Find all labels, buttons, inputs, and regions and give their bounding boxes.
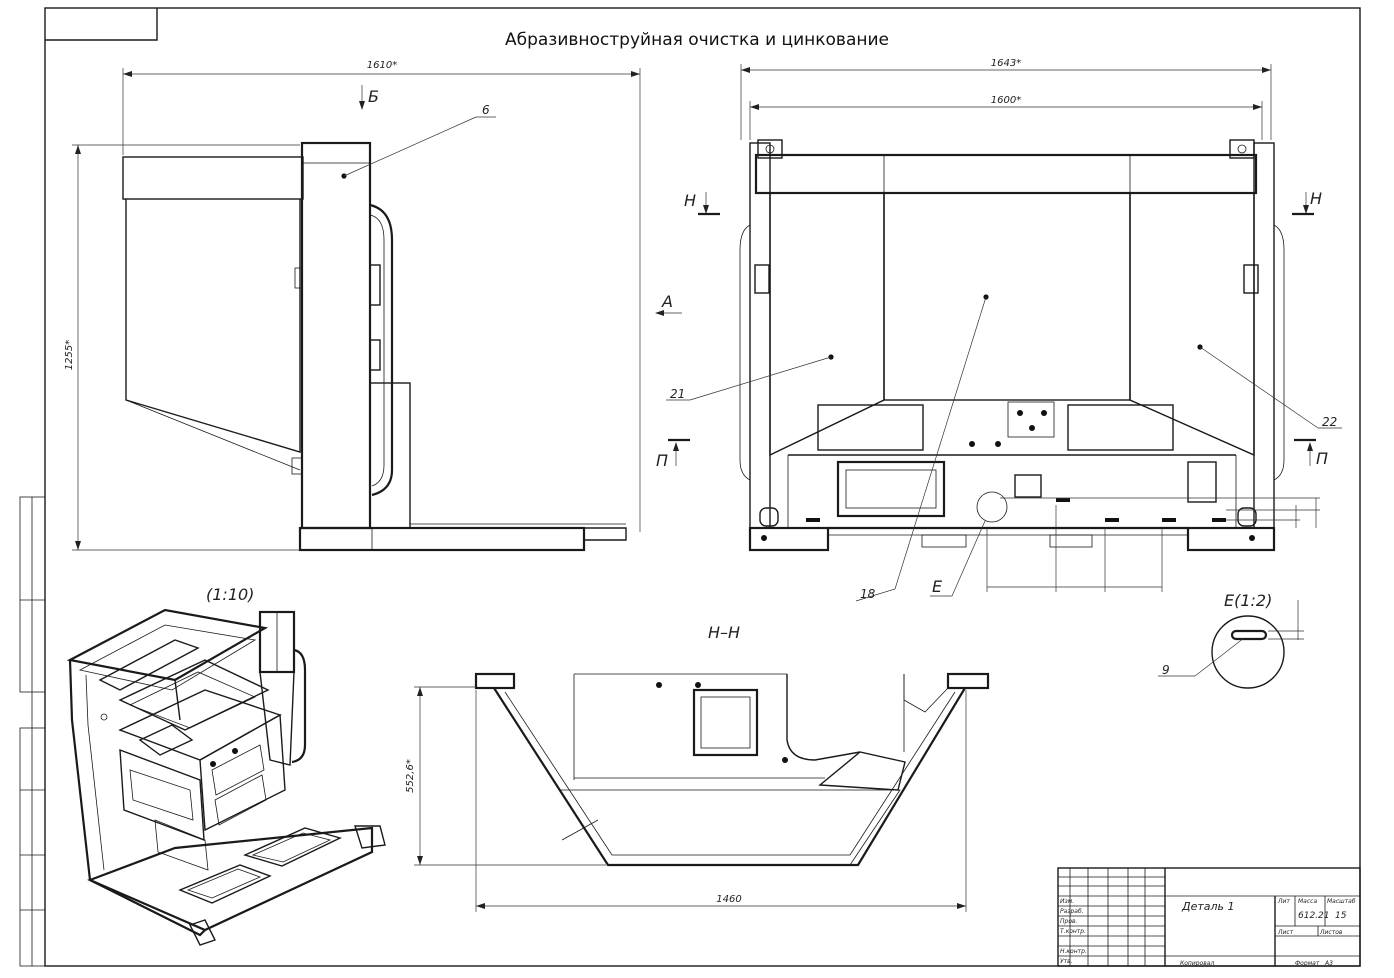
label-view-b: Б [368, 87, 379, 106]
tb-part-name: Деталь 1 [1181, 900, 1235, 913]
label-p-left: П [656, 451, 668, 470]
dim-section-height: 552,6* [405, 759, 416, 793]
side-view [122, 141, 627, 552]
tb-header-mass: Масса [1298, 898, 1317, 905]
front-view [739, 139, 1285, 552]
label-detail-e: Е [932, 577, 943, 596]
label-detail-title: Е(1:2) [1224, 591, 1272, 610]
sheet-frame [19, 7, 1361, 967]
label-n-left: Н [684, 191, 696, 210]
tb-row-1: Разраб. [1060, 908, 1084, 915]
dim-side-width: 1610* [367, 60, 397, 71]
callout-21: 21 [670, 387, 685, 401]
tb-sheet-label: Лист [1277, 929, 1294, 936]
tb-scale: 15 [1335, 911, 1347, 921]
callout-9: 9 [1162, 663, 1170, 677]
dim-front-inner: 1600* [991, 95, 1021, 106]
dim-section-width: 1460 [716, 894, 741, 905]
dim-side-height: 1255* [64, 340, 75, 370]
tb-header-scale: Масштаб [1327, 898, 1356, 905]
section-view: Н–Н 552,6* 1460 [405, 623, 990, 912]
tb-format: A3 [1324, 960, 1333, 967]
tb-row-4: Н.контр. [1060, 948, 1087, 955]
tb-row-0: Изм. [1060, 898, 1074, 905]
label-p-right: П [1316, 449, 1328, 468]
tb-row-2: Пров. [1060, 918, 1078, 925]
label-n-right: Н [1310, 189, 1322, 208]
drawing-title: Абразивноструйная очистка и цинкование [504, 30, 889, 50]
callout-18: 18 [860, 587, 876, 601]
tb-header-lit: Лит [1277, 898, 1290, 905]
tb-row-3: Т.контр. [1060, 928, 1086, 935]
label-section-title: Н–Н [708, 623, 740, 642]
callout-22: 22 [1322, 415, 1337, 429]
dim-front-outer: 1643* [991, 58, 1021, 69]
label-iso-scale: (1:10) [206, 585, 254, 604]
tb-sheets-label: Листов [1319, 929, 1343, 936]
title-block: Изм. Разраб. Пров. Т.контр. Н.контр. Утв… [1057, 867, 1361, 967]
callout-6: 6 [482, 103, 490, 117]
tb-mass: 612.21 [1298, 911, 1330, 921]
isometric-view: (1:10) [66, 585, 386, 946]
side-view-dimensions: 1610* 1255* Б А 6 [64, 60, 682, 551]
tb-format-label: Формат [1295, 960, 1320, 967]
tb-copied: Копировал [1180, 960, 1214, 967]
front-view-dimensions: 1643* 1600* Н Н П П 18 21 22 [656, 58, 1342, 602]
detail-e-view: Е(1:2) 9 [1158, 591, 1304, 689]
label-view-a: А [661, 292, 673, 311]
tb-row-5: Утв. [1060, 958, 1073, 965]
